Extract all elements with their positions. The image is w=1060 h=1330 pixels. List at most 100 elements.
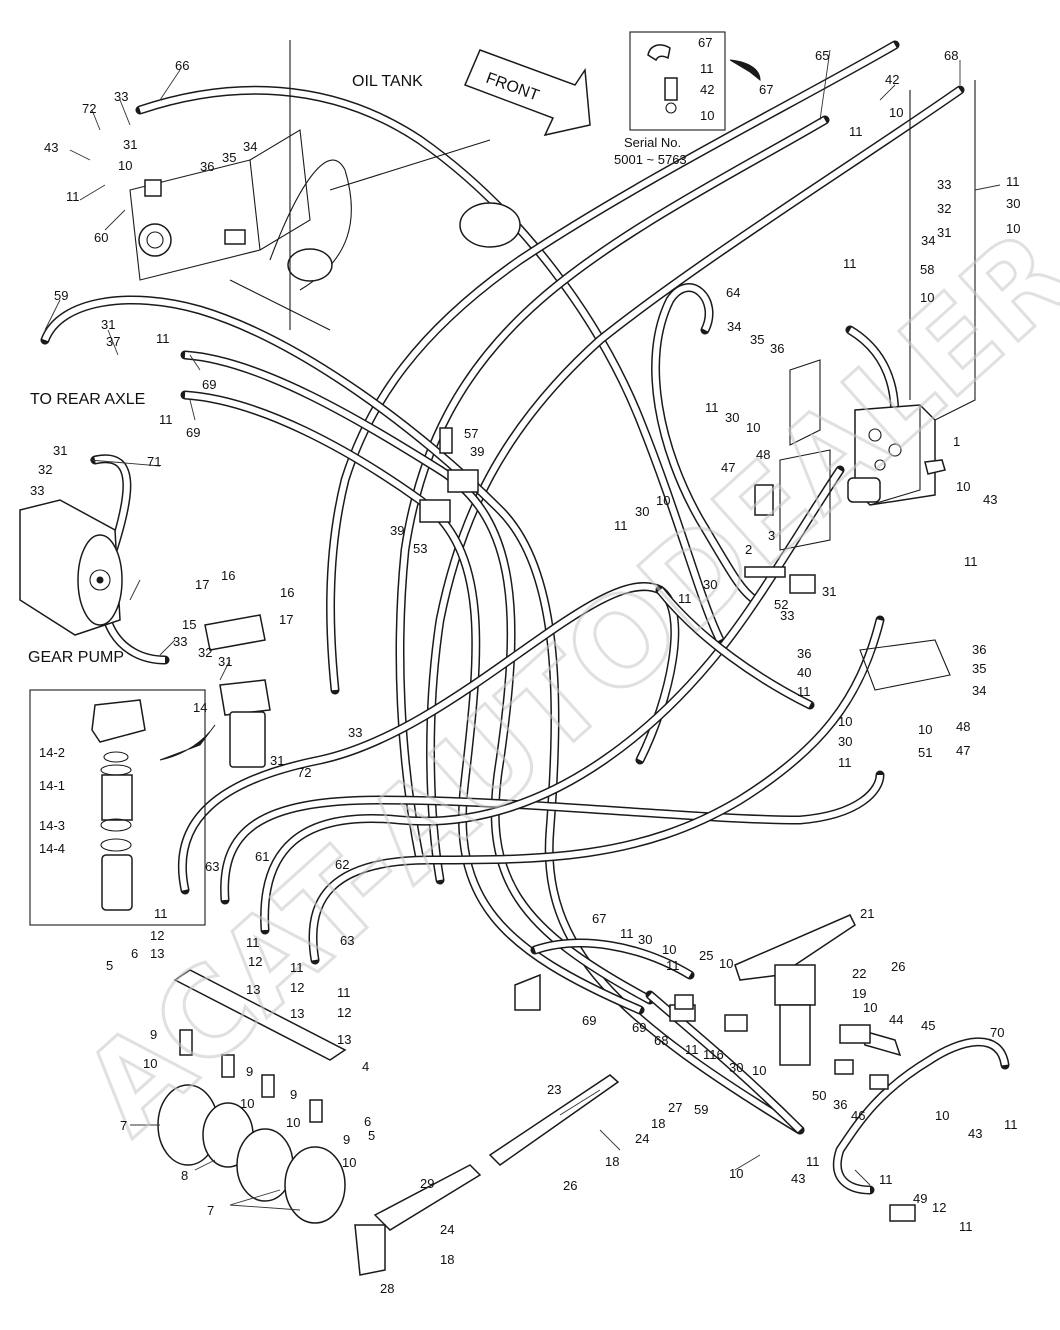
brake-valve-pedal (354, 914, 902, 1276)
callout-24: 24 (440, 1222, 454, 1237)
callout-10: 10 (889, 105, 903, 120)
callout-72: 72 (82, 101, 96, 116)
callout-35: 35 (222, 150, 236, 165)
hose-group (40, 40, 1010, 1195)
callout-13: 13 (337, 1032, 351, 1047)
callout-28: 28 (380, 1281, 394, 1296)
callout-30: 30 (703, 577, 717, 592)
callout-61: 61 (255, 849, 269, 864)
callout-5: 5 (368, 1128, 375, 1143)
callout-11: 11 (838, 755, 852, 770)
callout-43: 43 (791, 1171, 805, 1186)
callout-12: 12 (337, 1005, 351, 1020)
callout-23: 23 (547, 1082, 561, 1097)
callout-33: 33 (937, 177, 951, 192)
callout-31: 31 (822, 584, 836, 599)
callout-32: 32 (937, 201, 951, 216)
callout-31: 31 (270, 753, 284, 768)
oil-tank (129, 40, 521, 331)
callout-17: 17 (195, 577, 209, 592)
callout-13: 13 (290, 1006, 304, 1021)
callout-31: 31 (123, 137, 137, 152)
callout-11: 11 (849, 124, 863, 139)
callout-11: 11 (678, 591, 692, 606)
callout-11: 11 (806, 1154, 820, 1169)
callout-11: 11 (246, 935, 260, 950)
callout-35: 35 (750, 332, 764, 347)
callout-26: 26 (891, 959, 905, 974)
callout-9: 9 (150, 1027, 157, 1042)
callout-14-2: 14-2 (39, 745, 65, 760)
callout-34: 34 (727, 319, 741, 334)
callout-10: 10 (863, 1000, 877, 1015)
callout-11: 11 (797, 684, 811, 699)
callout-10: 10 (656, 493, 670, 508)
callout-69: 69 (202, 377, 216, 392)
callout-46: 46 (851, 1108, 865, 1123)
callout-59: 59 (694, 1102, 708, 1117)
leader-lines (44, 49, 1001, 1211)
callout-64: 64 (726, 285, 740, 300)
callout-16: 16 (221, 568, 235, 583)
gear-pump-label: GEAR PUMP (28, 649, 124, 666)
callout-25: 25 (699, 948, 713, 963)
callout-12: 12 (150, 928, 164, 943)
serial-inset-box (629, 31, 761, 131)
callout-10: 10 (1006, 221, 1020, 236)
callout-10: 10 (118, 158, 132, 173)
callout-116: 116 (703, 1047, 724, 1062)
callout-13: 13 (150, 946, 164, 961)
callout-32: 32 (198, 645, 212, 660)
callout-43: 43 (983, 492, 997, 507)
valve-block-1 (847, 80, 976, 506)
callout-36: 36 (200, 159, 214, 174)
callout-72: 72 (297, 765, 311, 780)
callout-10: 10 (286, 1115, 300, 1130)
callout-69: 69 (582, 1013, 596, 1028)
oil-tank-label: OIL TANK (352, 73, 423, 90)
callout-52: 52 (774, 597, 788, 612)
callout-11: 11 (685, 1042, 699, 1057)
callout-11: 11 (156, 331, 170, 346)
callout-67: 67 (759, 82, 773, 97)
callout-29: 29 (420, 1176, 434, 1191)
callout-17: 17 (279, 612, 293, 627)
callout-27: 27 (668, 1100, 682, 1115)
callout-10: 10 (935, 1108, 949, 1123)
callout-11: 11 (154, 906, 168, 921)
callout-11: 11 (705, 400, 719, 415)
callout-10: 10 (662, 942, 676, 957)
callout-37: 37 (106, 334, 120, 349)
callout-10: 10 (746, 420, 760, 435)
callout-10: 10 (143, 1056, 157, 1071)
mounting-plates (779, 359, 951, 691)
callout-10: 10 (700, 108, 714, 123)
callout-11: 11 (66, 189, 80, 204)
callout-10: 10 (342, 1155, 356, 1170)
callout-67: 67 (698, 35, 712, 50)
callout-45: 45 (921, 1018, 935, 1033)
callout-40: 40 (797, 665, 811, 680)
callout-35: 35 (972, 661, 986, 676)
callout-3: 3 (768, 528, 775, 543)
callout-14: 14 (193, 700, 207, 715)
callout-33: 33 (780, 608, 794, 623)
callout-36: 36 (972, 642, 986, 657)
callout-30: 30 (635, 504, 649, 519)
callout-50: 50 (812, 1088, 826, 1103)
callout-18: 18 (651, 1116, 665, 1131)
callout-34: 34 (972, 683, 986, 698)
callout-69: 69 (632, 1020, 646, 1035)
callout-24: 24 (635, 1131, 649, 1146)
callout-47: 47 (721, 460, 735, 475)
callout-9: 9 (343, 1132, 350, 1147)
callout-63: 63 (205, 859, 219, 874)
callout-11: 11 (959, 1219, 973, 1234)
callout-13: 13 (246, 982, 260, 997)
filter-assembly-14 (29, 614, 271, 926)
callout-33: 33 (114, 89, 128, 104)
callout-30: 30 (1006, 196, 1020, 211)
callout-68: 68 (944, 48, 958, 63)
